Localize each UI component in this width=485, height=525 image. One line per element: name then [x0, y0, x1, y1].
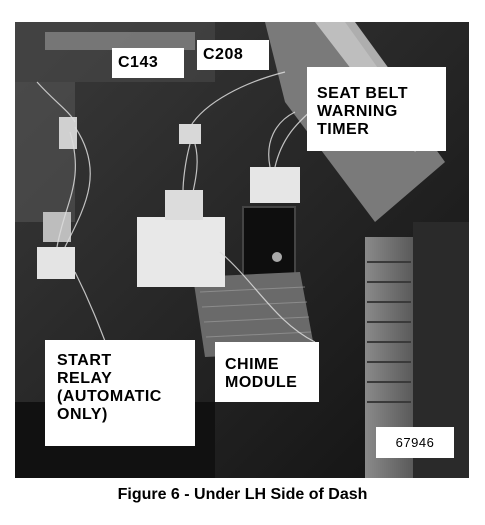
start-relay-connector: [37, 247, 75, 279]
figure-caption: Figure 6 - Under LH Side of Dash: [117, 486, 368, 503]
c208-label: C208: [197, 40, 269, 70]
dash-photo: C143 C208 SEAT BELT WARNING TIMER START …: [15, 22, 469, 478]
plate-texture: [199, 286, 312, 338]
part-number-label: 67946: [376, 427, 454, 458]
chime-module-label: CHIME MODULE: [215, 342, 319, 402]
pedal-ribs: [367, 261, 411, 403]
c143-label: C143: [112, 48, 184, 78]
chime-module-body: [137, 217, 225, 287]
c208-connector: [179, 124, 201, 144]
seat-belt-timer-connector: [250, 167, 300, 203]
start-relay-plug: [43, 212, 71, 242]
module-mark: [272, 252, 282, 262]
seat-belt-warning-timer-label: SEAT BELT WARNING TIMER: [307, 67, 446, 151]
chime-connector: [165, 190, 203, 220]
top-pipe: [45, 32, 195, 50]
bracket: [15, 82, 75, 222]
start-relay-label: START RELAY (AUTOMATIC ONLY): [45, 340, 195, 446]
